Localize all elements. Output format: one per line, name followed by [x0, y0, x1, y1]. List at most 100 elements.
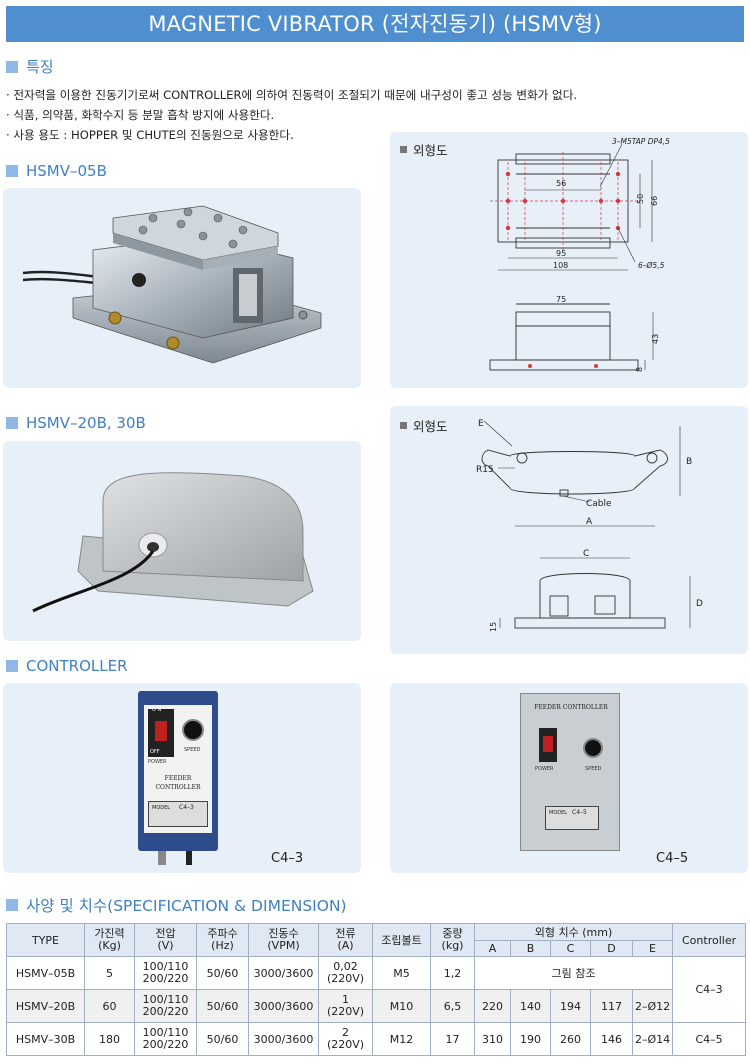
feature-item: · 사용 용도 : HOPPER 및 CHUTE의 진동원으로 사용한다.: [6, 128, 294, 142]
panel-speed-label-c45: SPEED: [585, 766, 602, 772]
panel-speed-label: SPEED: [184, 747, 201, 753]
hsmv20b-photo: [3, 441, 361, 641]
spec-heading: 사양 및 치수(SPECIFICATION & DIMENSION): [6, 894, 347, 916]
panel-power-label-c45: POWER: [535, 766, 554, 772]
feature-item: · 전자력을 이용한 진동기기로써 CONTROLLER에 의하여 진동력이 조…: [6, 88, 578, 102]
square-bullet-icon: [400, 146, 407, 153]
features-heading: 특징: [6, 56, 54, 77]
controller-c45-caption: C4–5: [656, 851, 689, 866]
cell-type: HSMV–30B: [6, 1022, 85, 1056]
cell-freq: 50/60: [196, 956, 249, 990]
cell-weight: 1,2: [430, 956, 475, 990]
model-plate-label: MODEL: [152, 805, 171, 811]
square-bullet-icon: [6, 417, 18, 429]
drawing-05b-svg: 3–M5TAP DP4,5 56 50 66 95 108 6–Ø5,5 75 …: [489, 137, 670, 372]
header-dim-e: E: [631, 940, 674, 957]
panel-on-label: O N: [152, 707, 162, 713]
cell-type: HSMV–20B: [6, 989, 85, 1023]
panel-power-label: POWER: [148, 759, 167, 765]
cell-current: 1(220V): [318, 989, 373, 1023]
square-bullet-icon: [6, 165, 18, 177]
dim-108: 108: [553, 261, 568, 270]
cell-force: 5: [84, 956, 135, 990]
controller-heading: CONTROLLER: [6, 657, 128, 675]
controller-c43-photo: O N OFF POWER SPEED FEEDER CONTROLLER MO…: [3, 683, 361, 873]
cell-dim-b: 140: [510, 989, 551, 1023]
cell-force: 180: [84, 1022, 135, 1056]
cell-dims-note: 그림 참조: [473, 956, 674, 990]
header-weight: 중량(kg): [430, 923, 475, 957]
square-bullet-icon: [6, 899, 18, 911]
panel-controller-label: CONTROLLER: [155, 784, 201, 791]
hsmv05b-heading: HSMV–05B: [6, 162, 107, 180]
cell-bolt: M10: [372, 989, 431, 1023]
drawing-20b-svg: E R15 Cable A B C D 15: [476, 419, 703, 632]
hole-note: 6–Ø5,5: [638, 261, 665, 270]
feature-item: · 식품, 의약품, 화학수지 등 분말 흡착 방지에 사용한다.: [6, 108, 275, 122]
header-dim-b: B: [510, 940, 551, 957]
header-type: TYPE: [6, 923, 85, 957]
dim-43: 43: [651, 334, 660, 344]
header-vib: 진동수(VPM): [248, 923, 319, 957]
label-r15: R15: [476, 465, 494, 475]
hsmv05b-photo: [3, 188, 361, 388]
cell-force: 60: [84, 989, 135, 1023]
cell-dim-a: 220: [474, 989, 511, 1023]
cell-dim-e: 2–Ø14: [631, 1022, 674, 1056]
panel-feeder-label: FEEDER: [164, 775, 192, 782]
controller-heading-text: CONTROLLER: [26, 657, 128, 675]
cell-weight: 17: [430, 1022, 475, 1056]
header-force: 가진력(Kg): [84, 923, 135, 957]
outline-label-text: 외형도: [413, 419, 448, 434]
features-list: · 전자력을 이용한 진동기기로써 CONTROLLER에 의하여 진동력이 조…: [6, 85, 746, 145]
label-e: E: [478, 419, 484, 429]
cell-dim-d: 146: [590, 1022, 633, 1056]
hsmv05b-device-illustration: [22, 205, 322, 364]
header-freq: 주파수(Hz): [196, 923, 249, 957]
cell-vib: 3000/3600: [248, 989, 319, 1023]
outline-label-text: 외형도: [413, 143, 448, 158]
cell-vib: 3000/3600: [248, 956, 319, 990]
cell-dim-a: 310: [474, 1022, 511, 1056]
page-title: MAGNETIC VIBRATOR (전자진동기) (HSMV형): [6, 6, 744, 42]
dim-95: 95: [556, 249, 566, 258]
controller-c43-caption: C4–3: [271, 851, 304, 866]
power-switch: [539, 728, 557, 762]
dim-8: 8: [635, 367, 644, 372]
model-plate-value: C4–3: [179, 804, 194, 811]
panel-off-label: OFF: [150, 749, 160, 755]
label-c: C: [583, 549, 589, 559]
cell-freq: 50/60: [196, 1022, 249, 1056]
hsmv05b-heading-text: HSMV–05B: [26, 162, 107, 180]
dim-56: 56: [556, 179, 566, 188]
hsmv20b30b-heading-text: HSMV–20B, 30B: [26, 414, 146, 432]
label-d: D: [696, 599, 703, 609]
power-switch: [148, 709, 174, 757]
model-plate-label: MODEL: [549, 810, 568, 816]
spec-table: TYPE 가진력(Kg) 전압(V) 주파수(Hz) 진동수(VPM) 전류(A…: [6, 923, 747, 1056]
hsmv05b-outline-drawing: 외형도: [390, 132, 748, 388]
outline-label: 외형도: [400, 416, 448, 435]
label-a: A: [586, 517, 593, 527]
cell-vib: 3000/3600: [248, 1022, 319, 1056]
hsmv20b-device-illustration: [32, 472, 314, 613]
hsmv20b30b-heading: HSMV–20B, 30B: [6, 414, 146, 432]
header-dim-a: A: [474, 940, 511, 957]
speed-knob-icon: [182, 719, 204, 741]
controller-c45-photo: FEEDER CONTROLLER POWER SPEED MODEL C4–5…: [390, 683, 748, 873]
header-dim-c: C: [550, 940, 591, 957]
cell-controller: C4–5: [672, 1022, 747, 1056]
model-plate: MODEL C4–5: [545, 806, 599, 830]
cell-dim-c: 194: [550, 989, 591, 1023]
square-bullet-icon: [6, 660, 18, 672]
controller-c43-body: O N OFF POWER SPEED FEEDER CONTROLLER MO…: [138, 691, 218, 865]
cell-weight: 6,5: [430, 989, 475, 1023]
dim-15: 15: [489, 622, 498, 632]
square-bullet-icon: [400, 422, 407, 429]
outline-label: 외형도: [400, 140, 448, 159]
